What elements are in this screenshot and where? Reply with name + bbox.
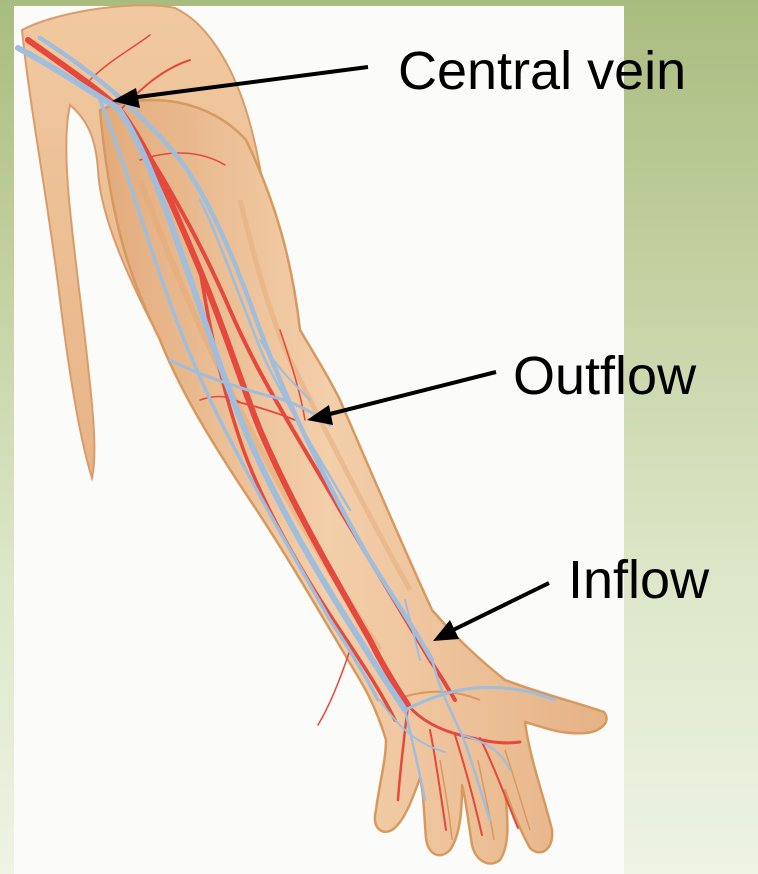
- label-inflow: Inflow: [568, 553, 709, 607]
- label-central-vein: Central vein: [398, 44, 686, 98]
- arrow-outflow: [326, 372, 496, 415]
- arrow-inflow: [451, 583, 549, 631]
- label-outflow: Outflow: [513, 349, 696, 403]
